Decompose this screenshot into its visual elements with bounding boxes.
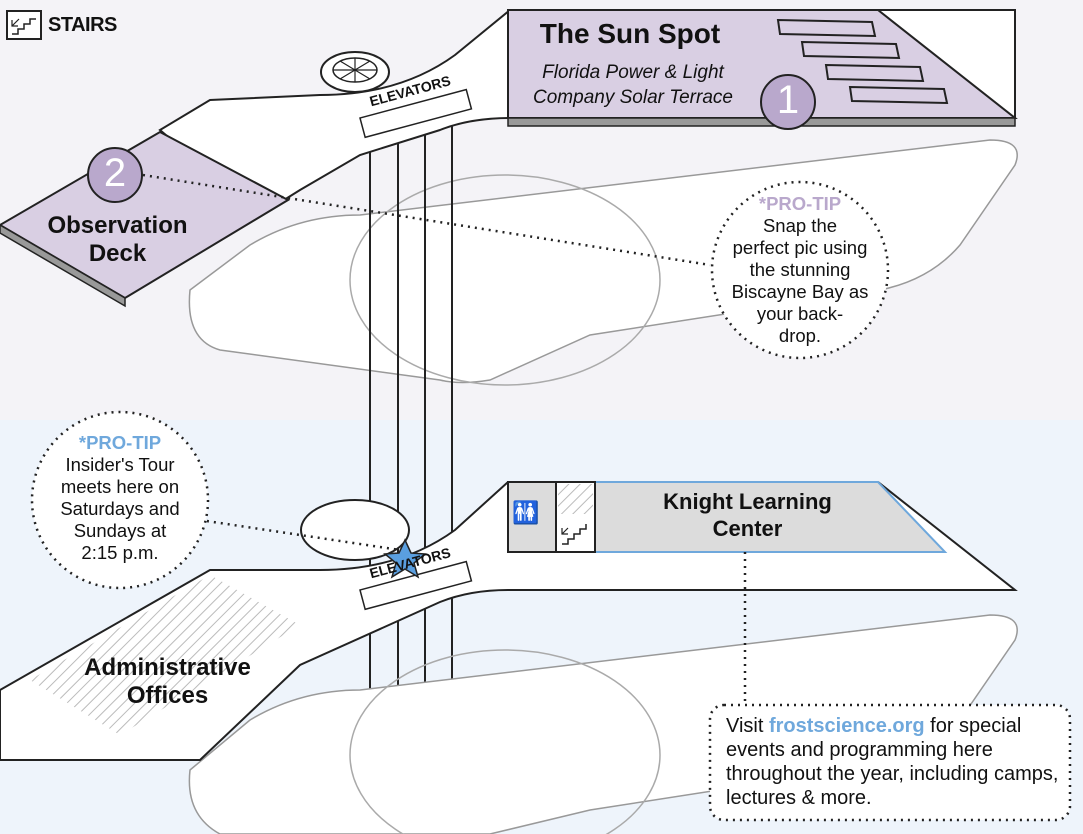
marker-2-number: 2 (103, 151, 127, 195)
frostscience-link[interactable]: frostscience.org (768, 715, 925, 737)
visit-suffix: for special events and programming here … (726, 715, 1059, 809)
visit-box (708, 703, 1072, 822)
star-icon (383, 538, 427, 579)
sun-spot-title: The Sun Spot (539, 18, 721, 49)
upper-tip-leader (142, 173, 711, 267)
lower-pro-tip-line: 2:15 p.m. (81, 542, 159, 563)
upper-elevators-sign (359, 88, 473, 139)
visit-note: Visit frostscience.org for special event… (726, 714, 1066, 810)
lower-pro-tip-line: Saturdays and (60, 498, 180, 519)
admin-hatched-area (30, 575, 300, 735)
marker-1 (760, 74, 816, 130)
observation-deck-line2: Deck (88, 240, 147, 267)
lower-ghost-atrium (349, 649, 661, 834)
visit-prefix: Visit (726, 715, 769, 737)
lower-tip-bubble (30, 410, 210, 590)
upper-pro-tip-heading: *PRO-TIP (758, 193, 842, 214)
restroom-icon: 🚻 (512, 500, 540, 525)
admin-offices-line2: Offices (126, 682, 209, 709)
stairs-block-icon (560, 520, 592, 553)
observation-deck-line1: Observation (47, 212, 188, 239)
lower-pro-tip: *PRO-TIP Insider's Tour meets here on Sa… (40, 432, 200, 564)
fan-icon (320, 51, 390, 93)
upper-pro-tip-line: Biscayne Bay as (731, 281, 869, 302)
sun-spot-subtitle-2: Company Solar Terrace (533, 87, 733, 108)
lower-disc (300, 499, 410, 561)
upper-ghost-atrium (349, 174, 661, 386)
lower-pro-tip-line: Insider's Tour (65, 454, 175, 475)
lower-elevators-sign (359, 560, 473, 611)
upper-pro-tip-line: your back- (756, 303, 844, 324)
restroom-block (507, 481, 557, 553)
lower-tip-leader (199, 518, 401, 552)
legend-stairs: STAIRS (6, 10, 117, 40)
lower-pro-tip-heading: *PRO-TIP (78, 432, 162, 453)
upper-pro-tip: *PRO-TIP Snap the perfect pic using the … (715, 193, 885, 347)
marker-1-number: 1 (776, 78, 800, 122)
marker-2 (87, 147, 143, 203)
lower-pro-tip-line: Sundays at (73, 520, 167, 541)
solar-panels (776, 18, 949, 105)
upper-pro-tip-line: perfect pic using (732, 237, 868, 258)
knight-center-line2: Center (712, 516, 783, 541)
legend-stairs-label: STAIRS (48, 13, 117, 36)
upper-pro-tip-line: drop. (778, 325, 822, 346)
lower-pro-tip-line: meets here on (60, 476, 180, 497)
upper-tip-bubble (710, 180, 890, 360)
admin-offices-line1: Administrative (84, 654, 251, 681)
upper-pro-tip-line: the stunning (749, 259, 851, 280)
knight-center-line1: Knight Learning (663, 489, 832, 514)
sun-spot-subtitle-1: Florida Power & Light (542, 62, 724, 83)
upper-pro-tip-line: Snap the (762, 215, 838, 236)
stairs-icon (6, 10, 42, 40)
